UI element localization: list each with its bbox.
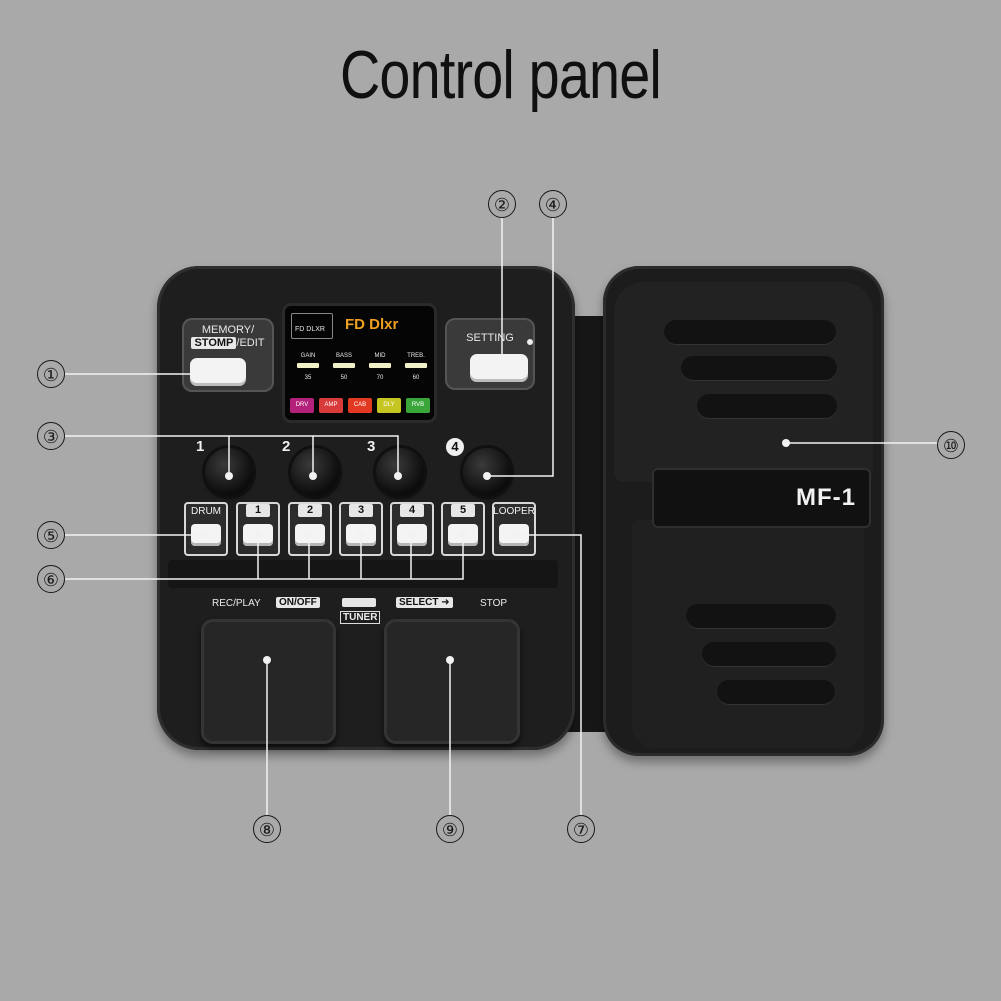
- patch-1-tag: 1: [236, 502, 280, 517]
- edit-label: /EDIT: [236, 337, 265, 349]
- param-bar: [405, 363, 427, 368]
- fx-chip: AMP: [319, 398, 343, 413]
- patch-box: [291, 313, 333, 339]
- knob-1-label: 1: [196, 438, 205, 455]
- param-name: TREB.: [407, 353, 425, 359]
- select-stop-footswitch[interactable]: [384, 619, 520, 744]
- knob-4[interactable]: [463, 448, 511, 496]
- looper-button[interactable]: [499, 524, 529, 546]
- patch-3-tag: 3: [339, 502, 383, 517]
- pedal-ridge: [697, 394, 837, 418]
- stomp-tag: STOMP: [191, 337, 237, 349]
- patch-2-tag: 2: [288, 502, 332, 517]
- indicator-icon: [527, 339, 533, 345]
- on-off-label: ON/OFF: [276, 597, 320, 608]
- arrow-right-icon: ➜: [438, 597, 450, 608]
- callout-5: ⑤: [37, 521, 65, 549]
- knob-2-label: 2: [282, 438, 291, 455]
- pedal-ridge: [664, 320, 836, 344]
- patch-3-label: 3: [349, 504, 373, 517]
- pedal-ridge: [702, 642, 836, 666]
- setting-button[interactable]: [470, 354, 528, 382]
- knob-1[interactable]: [205, 448, 253, 496]
- pedal-brand-band: [652, 468, 871, 528]
- param-name: GAIN: [300, 353, 316, 359]
- fx-chain: DRV AMP CAB DLY RVB: [290, 398, 432, 414]
- param-name: BASS: [335, 353, 352, 359]
- stomp-edit-row: STOMP/EDIT: [182, 337, 274, 350]
- param-0: GAIN 35: [293, 352, 323, 382]
- patch-1-button[interactable]: [243, 524, 273, 546]
- param-name: MID: [374, 353, 386, 359]
- callout-6: ⑥: [37, 565, 65, 593]
- callout-10: ⑩: [937, 431, 965, 459]
- param-value: 70: [376, 375, 384, 381]
- param-readout: GAIN 35 BASS 50 MID 70 TREB. 60: [293, 352, 429, 386]
- param-2: MID 70: [365, 352, 395, 382]
- callout-3: ③: [37, 422, 65, 450]
- param-value: 50: [340, 375, 348, 381]
- patch-3-button[interactable]: [346, 524, 376, 546]
- patch-5-label: 5: [451, 504, 475, 517]
- param-1: BASS 50: [329, 352, 359, 382]
- callout-8: ⑧: [253, 815, 281, 843]
- patch-5-tag: 5: [441, 502, 485, 517]
- panel-divider: [168, 560, 558, 588]
- rec-play-footswitch[interactable]: [201, 619, 336, 744]
- param-bar: [297, 363, 319, 368]
- select-label: SELECT ➜: [396, 597, 453, 608]
- drum-button[interactable]: [191, 524, 221, 546]
- callout-4: ④: [539, 190, 567, 218]
- fx-chip: RVB: [406, 398, 430, 413]
- patch-4-tag: 4: [390, 502, 434, 517]
- tuner-label: TUNER: [340, 611, 381, 624]
- pedal-ridge: [686, 604, 836, 628]
- param-bar: [369, 363, 391, 368]
- patch-1-label: 1: [246, 504, 270, 517]
- memory-label: MEMORY/: [201, 324, 255, 336]
- param-value: 60: [412, 375, 420, 381]
- callout-7: ⑦: [567, 815, 595, 843]
- expression-pedal-base: [632, 520, 864, 748]
- knob-3[interactable]: [376, 448, 424, 496]
- tuner-icon: [342, 598, 376, 607]
- pedal-ridge: [681, 356, 837, 380]
- callout-2: ②: [488, 190, 516, 218]
- patch-name: FD Dlxr: [345, 316, 399, 333]
- patch-2-label: 2: [298, 504, 322, 517]
- pedal-ridge: [717, 680, 835, 704]
- param-3: TREB. 60: [401, 352, 431, 382]
- param-value: 35: [304, 375, 312, 381]
- callout-9: ⑨: [436, 815, 464, 843]
- patch-4-button[interactable]: [397, 524, 427, 546]
- page-title: Control panel: [339, 37, 662, 113]
- fx-chip: DRV: [290, 398, 314, 413]
- param-bar: [333, 363, 355, 368]
- setting-label: SETTING: [466, 332, 514, 344]
- patch-box-label: FD DLXR: [295, 326, 325, 333]
- expression-pedal-top: [614, 282, 873, 482]
- fx-chip: DLY: [377, 398, 401, 413]
- memory-stomp-edit-button[interactable]: [190, 358, 246, 386]
- select-text: SELECT: [399, 597, 439, 608]
- knob-2[interactable]: [291, 448, 339, 496]
- brand-label: MF-1: [796, 484, 856, 511]
- knob-3-label: 3: [367, 438, 376, 455]
- rec-play-label: REC/PLAY: [212, 598, 261, 609]
- drum-label: DRUM: [191, 506, 221, 517]
- patch-4-label: 4: [400, 504, 424, 517]
- knob-4-label: 4: [446, 438, 464, 456]
- memory-plate-label: MEMORY/ STOMP/EDIT: [182, 324, 274, 350]
- patch-5-button[interactable]: [448, 524, 478, 546]
- callout-1: ①: [37, 360, 65, 388]
- patch-2-button[interactable]: [295, 524, 325, 546]
- stop-label: STOP: [480, 598, 508, 609]
- looper-label: LOOPER: [493, 506, 535, 517]
- fx-chip: CAB: [348, 398, 372, 413]
